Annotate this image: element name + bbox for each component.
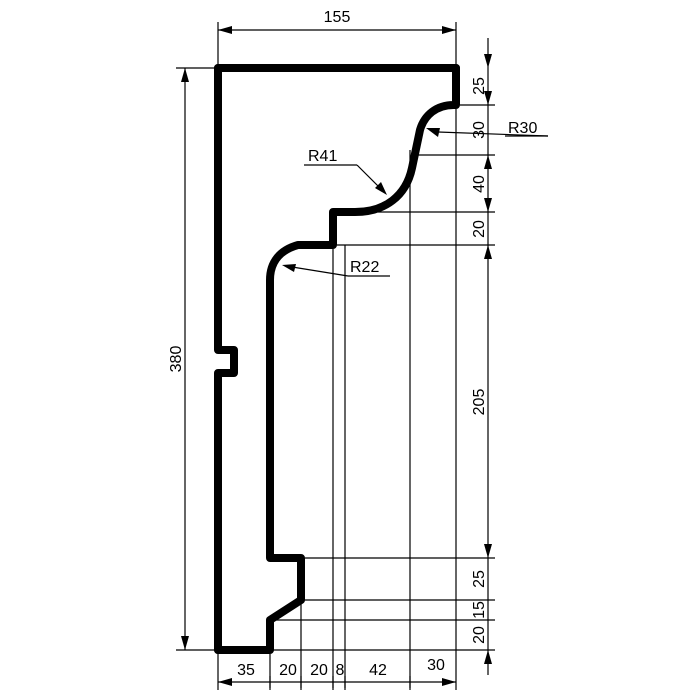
molding-profile-outline (214, 64, 460, 654)
label-right-25-top: 25 (471, 77, 488, 95)
corner-dot-bottom-left (214, 646, 222, 654)
label-bottom-42: 42 (369, 662, 387, 679)
label-bottom-30: 30 (427, 657, 445, 674)
label-right-20-mid: 20 (471, 220, 488, 238)
label-right-40: 40 (471, 175, 488, 193)
label-right-20-bottom: 20 (471, 626, 488, 644)
label-right-25-bottom: 25 (471, 570, 488, 588)
label-bottom-35: 35 (237, 662, 255, 679)
extension-lines (176, 22, 495, 690)
leader-r22 (282, 264, 390, 277)
label-r30: R30 (508, 120, 537, 137)
label-right-205: 205 (471, 389, 488, 416)
corner-dot-top-left (214, 64, 222, 72)
corner-dot-top-right (452, 64, 460, 72)
dimension-right-chain (484, 38, 492, 675)
dimension-overall-height (181, 68, 189, 650)
label-overall-height: 380 (168, 346, 185, 373)
label-bottom-20b: 20 (310, 662, 328, 679)
label-r41: R41 (308, 148, 337, 165)
label-r22: R22 (350, 259, 379, 276)
label-right-15: 15 (471, 601, 488, 619)
label-bottom-8: 8 (336, 662, 345, 679)
dimension-overall-width (218, 26, 456, 34)
label-bottom-20a: 20 (279, 662, 297, 679)
label-overall-width: 155 (324, 9, 351, 26)
label-right-30: 30 (471, 121, 488, 139)
leader-r41 (304, 164, 387, 195)
dimension-bottom-chain (218, 676, 456, 688)
leader-r30 (426, 128, 549, 137)
